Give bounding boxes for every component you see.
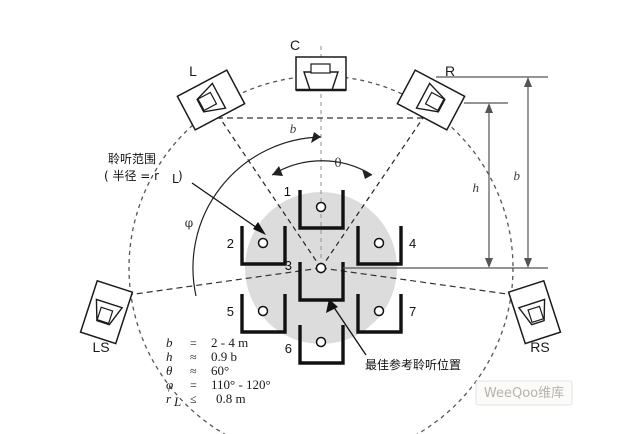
seat-7-label: 7 (409, 304, 416, 319)
listening-range-radius-group: ( 半径 = r L ) (104, 169, 183, 186)
dim-label-h: h (473, 180, 480, 195)
theta-arc-arrowhead-right (362, 169, 372, 179)
legend-operator-0: = (190, 336, 197, 350)
ray-to-left-speaker (202, 92, 322, 269)
listening-range-leader-arrowhead (253, 222, 266, 235)
seat-6-marker (315, 336, 327, 348)
right-speaker-driver (424, 91, 445, 112)
rs-speaker-driver (527, 305, 545, 324)
best-position-leader (330, 302, 367, 356)
watermark-text: WeeQoo维库 (484, 385, 564, 401)
legend-operator-4: ≤ (190, 392, 197, 406)
seat-2-label: 2 (227, 236, 234, 251)
best-position-label: 最佳参考聆听位置 (365, 357, 461, 372)
seat-7-shape (356, 294, 403, 334)
ls-speaker-driver (96, 306, 114, 325)
listening-range-title: 聆听范围 (108, 152, 156, 166)
legend-value-2: 60° (211, 363, 229, 378)
center-speaker-driver (310, 63, 331, 74)
legend-operator-1: ≈ (190, 350, 197, 364)
seat-1-shape (298, 190, 345, 230)
seat-3-marker (315, 262, 327, 274)
center-speaker-label: C (290, 37, 300, 53)
seat-5-shape (240, 294, 287, 334)
seat-7-marker (373, 305, 385, 317)
seat-3-shape (298, 262, 345, 302)
seat-1 (298, 190, 345, 230)
seat-6 (298, 325, 345, 365)
legend-value-3: 110° - 120° (211, 377, 271, 392)
phi-angle-label: φ (185, 216, 193, 230)
dim-arrow-h-head-top (485, 103, 493, 113)
legend-symbol-2: θ (166, 363, 173, 378)
legend-subscript-4: L (173, 394, 181, 409)
seat-4-label: 4 (409, 236, 416, 251)
theta-angle-arc (271, 160, 373, 176)
seat-6-label: 6 (285, 341, 292, 356)
legend-symbol-0: b (166, 335, 173, 350)
seat-1-marker (315, 201, 327, 213)
ls-speaker-label: LS (92, 339, 109, 355)
seat-4 (356, 226, 403, 266)
listening-range-radius-paren: ) (178, 169, 183, 183)
seat-2-marker (257, 237, 269, 249)
legend-value-4: 0.8 m (216, 391, 246, 406)
phi-angle-arc (192, 136, 322, 297)
listening-range-radius-subscript: L (172, 172, 179, 186)
legend-symbol-4: r (166, 391, 172, 406)
legend-row-4: r L ≤ 0.8 m (166, 391, 246, 409)
left-front-speaker (176, 69, 246, 131)
seat-3-label: 3 (285, 258, 292, 273)
theta-arc-arrowhead-left (272, 166, 283, 176)
seat-4-marker (373, 237, 385, 249)
best-position-leader-arrowhead (326, 299, 338, 313)
watermark-box (475, 380, 573, 406)
center-speaker (295, 56, 347, 92)
dim-arrow-h-head-bottom (485, 258, 493, 268)
seat-7 (356, 294, 403, 334)
seat-3 (298, 262, 345, 302)
seat-6-shape (298, 325, 345, 365)
legend-row-0: b = 2 - 4 m (166, 335, 248, 350)
seat-5-marker (257, 305, 269, 317)
center-speaker-horn (303, 71, 339, 91)
dim-label-b-top: b (290, 121, 297, 136)
left-surround-speaker (79, 279, 134, 345)
right-surround-speaker (507, 279, 562, 345)
seat-4-shape (356, 226, 403, 266)
seat-2-shape (240, 226, 287, 266)
listening-range-leader (191, 182, 264, 233)
legend-operator-2: ≈ (190, 364, 197, 378)
seat-5-label: 5 (227, 304, 234, 319)
right-front-speaker (396, 69, 466, 131)
legend-row-1: h ≈ 0.9 b (166, 349, 237, 364)
listening-range-radius-text: ( 半径 = r (104, 169, 159, 183)
legend-symbol-3: φ (166, 377, 173, 392)
legend-row-3: φ = 110° - 120° (166, 377, 271, 392)
legend-value-0: 2 - 4 m (211, 335, 248, 350)
watermark: WeeQoo维库 (475, 380, 573, 406)
theta-angle-label: θ (334, 156, 341, 170)
rs-speaker-label: RS (530, 339, 549, 355)
seat-5 (240, 294, 287, 334)
right-speaker-label: R (445, 63, 455, 79)
left-speaker-driver (197, 91, 218, 112)
dim-arrow-b-head-bottom (524, 258, 532, 268)
legend-block: b = 2 - 4 m h ≈ 0.9 b θ ≈ 60° φ = 110° -… (166, 335, 271, 409)
dim-label-b-right: b (514, 168, 521, 183)
legend-operator-3: = (190, 378, 197, 392)
phi-arc-arrowhead (311, 132, 321, 143)
dim-arrow-b-head-top (524, 77, 532, 87)
legend-value-1: 0.9 b (211, 349, 237, 364)
seat-1-label: 1 (284, 184, 291, 199)
seat-2 (240, 226, 287, 266)
left-speaker-label: L (189, 63, 197, 79)
legend-symbol-1: h (166, 349, 173, 364)
legend-row-2: θ ≈ 60° (166, 363, 229, 378)
